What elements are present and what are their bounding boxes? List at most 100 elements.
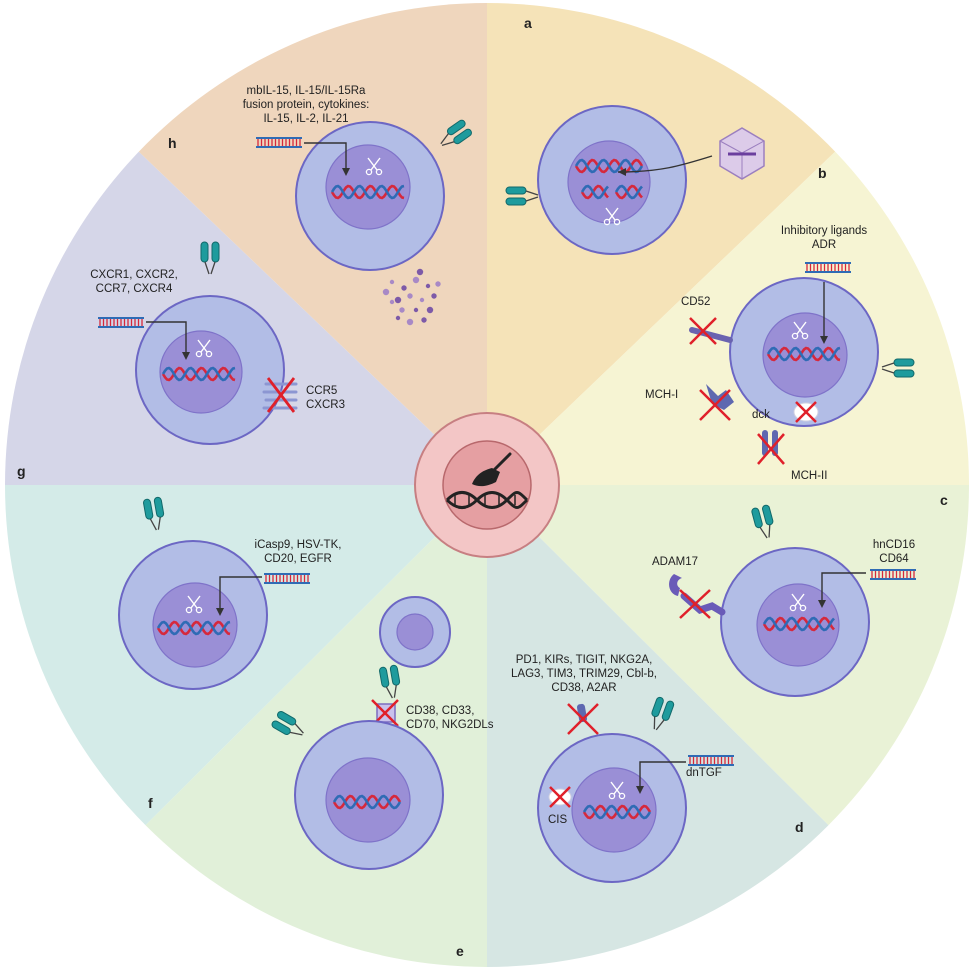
receptor-icon: [440, 119, 472, 147]
delivery-arrow: [617, 155, 713, 173]
arrow-head-icon: [618, 168, 626, 176]
secreted-cytokines-icon: [382, 268, 441, 326]
panel-letter-g: g: [17, 463, 26, 479]
arrow-head-icon: [216, 608, 224, 616]
dntgf-label: dnTGF: [686, 767, 722, 779]
receptor-icon: [143, 496, 165, 531]
chemokine-receptor-icon: [262, 377, 298, 413]
dna-helix-icon: [332, 794, 402, 810]
adam17-protein-icon: [669, 574, 726, 619]
insertion-arrow: [821, 572, 866, 604]
hncd16-label: hnCD16: [873, 539, 915, 551]
dna-helix-icon: [766, 346, 841, 362]
adam17-label: ADAM17: [652, 556, 698, 568]
scissors-icon: [791, 321, 809, 340]
dck-enzyme-icon: [793, 401, 819, 423]
receptor-icon: [271, 710, 304, 736]
cd52-label: CD52: [681, 296, 710, 308]
insertion-arrow: [219, 576, 262, 612]
dna-helix-icon: [582, 804, 652, 820]
insertion-arrow: [304, 142, 347, 172]
nk-cell: [537, 733, 687, 883]
nk-cell: [118, 540, 268, 690]
suicide-gene-label-line-2: CD20, EGFR: [264, 553, 332, 565]
panel-h: h mbIL-15, IL-15/IL-15Ra fusion protein,…: [168, 85, 472, 326]
dna-fragment-icon: [580, 184, 609, 200]
dna-helix-icon: [574, 158, 644, 174]
receptor-icon: [200, 241, 220, 275]
scissors-icon: [365, 157, 383, 176]
antigen-label-line-1: CD38, CD33,: [406, 705, 474, 717]
dna-fragment-icon: [614, 184, 643, 200]
panel-letter-b: b: [818, 165, 827, 181]
mch2-label: MCH-II: [791, 470, 827, 482]
antigen-label-line-2: CD70, NKG2DLs: [406, 719, 494, 731]
mch1-label: MCH-I: [645, 389, 678, 401]
cytokine-label-line-3: IL-15, IL-2, IL-21: [263, 113, 348, 125]
mhc-i-protein-icon: [699, 384, 734, 421]
arrow-head-icon: [342, 168, 350, 176]
checkpoint-label-line-3: CD38, A2AR: [551, 682, 616, 694]
checkpoint-label-line-1: PD1, KIRs, TIGIT, NKG2A,: [516, 654, 653, 666]
panel-letter-c: c: [940, 492, 948, 508]
dna-template-icon: [870, 569, 916, 580]
panel-e: e CD38, CD33, CD70, NKG2DLs: [271, 596, 494, 959]
receptor-icon: [651, 696, 675, 731]
panel-letter-h: h: [168, 135, 177, 151]
center-dna: [445, 491, 529, 509]
dna-template-icon: [256, 137, 302, 148]
chemokine-label-line-1: CXCR1, CXCR2,: [90, 269, 178, 281]
arrow-head-icon: [182, 352, 190, 360]
nk-cell: [729, 277, 879, 427]
scissors-icon: [608, 781, 626, 800]
dna-helix-icon: [330, 184, 405, 200]
nk-cell: [537, 105, 687, 255]
viral-vector-icon: [719, 127, 765, 180]
dna-template-icon: [688, 755, 734, 766]
scissors-icon: [185, 595, 203, 614]
dna-helix-icon: [161, 366, 236, 382]
cd52-protein-icon: [689, 317, 733, 345]
cxcr3-label: CXCR3: [306, 399, 345, 411]
checkpoint-receptor-icon: [567, 703, 599, 735]
panel-letter-f: f: [148, 795, 153, 811]
insertion-arrow: [639, 761, 686, 790]
scissors-icon: [603, 207, 621, 226]
cis-protein-icon: [548, 786, 572, 808]
inhibitory-ligands-label: Inhibitory ligands: [781, 225, 868, 237]
scissors-icon: [195, 339, 213, 358]
panel-letter-d: d: [795, 819, 804, 835]
scissors-icon: [789, 593, 807, 612]
receptor-icon: [881, 358, 915, 378]
panel-d: d PD1, KIRs, TIGIT, NKG2A, LAG3, TIM3, T…: [511, 654, 804, 883]
insertion-arrow: [146, 321, 187, 356]
suicide-gene-label-line-1: iCasp9, HSV-TK,: [255, 539, 342, 551]
panel-letter-e: e: [456, 943, 464, 959]
adr-label: ADR: [812, 239, 836, 251]
dck-label: dck: [752, 409, 770, 421]
cd64-label: CD64: [879, 553, 909, 565]
mhc-ii-protein-icon: [757, 430, 785, 465]
receptor-icon: [379, 664, 401, 699]
dna-template-icon: [264, 573, 310, 584]
receptor-icon: [751, 504, 774, 539]
arrow-head-icon: [820, 336, 828, 344]
panel-f: f iCasp9, HSV-TK, CD20, EGFR: [118, 496, 342, 811]
panel-g: g CXCR1, CXCR2, CCR7, CXCR4 CCR5 CXCR3: [17, 241, 345, 479]
cytokine-label-line-1: mbIL-15, IL-15/IL-15Ra: [247, 85, 367, 97]
hand-with-pen-icon: [472, 452, 512, 487]
ccr5-label: CCR5: [306, 385, 337, 397]
cis-label: CIS: [548, 814, 568, 826]
nk-cell: [294, 720, 444, 870]
chemokine-label-line-2: CCR7, CXCR4: [96, 283, 173, 295]
arrow-head-icon: [818, 600, 826, 608]
checkpoint-label-line-2: LAG3, TIM3, TRIM29, Cbl-b,: [511, 668, 657, 680]
panel-c: c hnCD16 CD64 ADAM17: [652, 492, 948, 697]
dna-template-icon: [98, 317, 144, 328]
dna-template-icon: [805, 262, 851, 273]
dna-helix-icon: [762, 616, 835, 632]
receptor-icon: [505, 186, 539, 206]
panel-b: b Inhibitory ligands ADR CD52 MCH-I dck: [645, 165, 915, 482]
